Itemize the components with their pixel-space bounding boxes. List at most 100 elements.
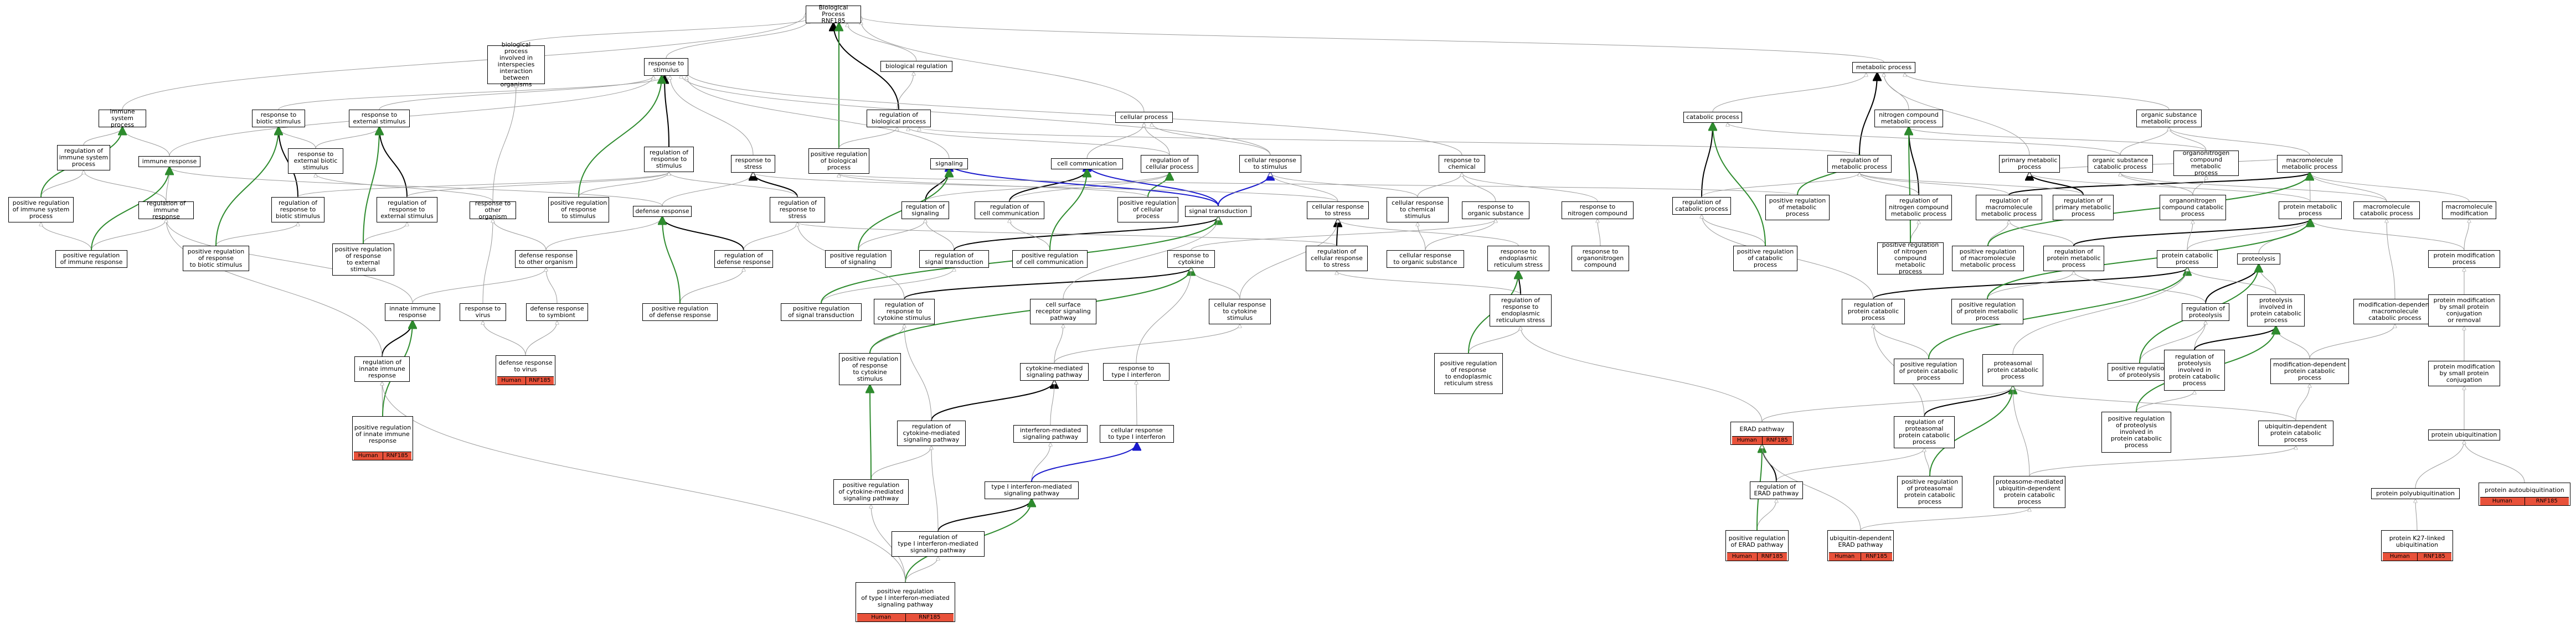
node-reg-response-to-stress[interactable]: regulation of response to stress xyxy=(770,197,825,222)
node-defense-response-other-organism[interactable]: defense response to other organism xyxy=(515,250,577,268)
node-pos-reg-response-to-er-stress[interactable]: positive regulation of response to endop… xyxy=(1434,353,1503,394)
node-metabolic-process[interactable]: metabolic process xyxy=(1852,62,1915,73)
node-cellular-response-to-chemical[interactable]: cellular response to chemical stimulus xyxy=(1387,197,1449,222)
node-pos-reg-biological-process[interactable]: positive regulation of biological proces… xyxy=(808,148,869,174)
node-modification-dependent-protein[interactable]: modification-dependent protein catabolic… xyxy=(2270,359,2349,384)
node-macromolecule-mp[interactable]: macromolecule metabolic process xyxy=(2277,155,2342,173)
node-proteasome-mediated-ubiquitin[interactable]: proteasome-mediated ubiquitin-dependent … xyxy=(1993,476,2065,508)
node-pos-reg-protein-catabolic[interactable]: positive regulation of protein catabolic… xyxy=(1894,359,1964,384)
node-pos-reg-response-to-cytokine[interactable]: positive regulation of response to cytok… xyxy=(839,353,901,385)
node-immune-system-process[interactable]: immune system process xyxy=(99,108,146,128)
node-signal-transduction[interactable]: signal transduction xyxy=(1185,206,1251,217)
node-defense-response[interactable]: defense response xyxy=(633,206,692,217)
node-response-to-other-organism[interactable]: response to other organism xyxy=(470,200,516,220)
node-pos-reg-response-to-biotic[interactable]: positive regulation of response to bioti… xyxy=(183,246,249,271)
node-reg-primary-mp[interactable]: regulation of primary metabolic process xyxy=(2053,195,2114,220)
node-reg-proteolysis[interactable]: regulation of proteolysis xyxy=(2182,303,2229,321)
node-response-to-organonitrogen[interactable]: response to organonitrogen compound xyxy=(1572,246,1629,271)
node-reg-macromolecule-mp[interactable]: regulation of macromolecule metabolic pr… xyxy=(1976,195,2042,220)
node-organonitrogen-mp[interactable]: organonitrogen compound metabolic proces… xyxy=(2173,150,2239,177)
node-pos-reg-response-to-stimulus[interactable]: positive regulation of response to stimu… xyxy=(548,197,609,222)
node-reg-response-to-external[interactable]: regulation of response to external stimu… xyxy=(377,197,437,222)
node-organic-substance-cp[interactable]: organic substance catabolic process xyxy=(2088,155,2153,173)
node-pos-reg-proteolysis-in-catabolic[interactable]: positive regulation of proteolysis invol… xyxy=(2101,412,2171,453)
node-protein-ubiquitination[interactable]: protein ubiquitination xyxy=(2428,429,2500,441)
node-protein-modification-small[interactable]: protein modification by small protein co… xyxy=(2428,294,2500,327)
node-pos-reg-innate-immune-annotated[interactable]: positive regulation of innate immune res… xyxy=(352,416,413,460)
node-reg-cytokine-mediated[interactable]: regulation of cytokine-mediated signalin… xyxy=(897,421,966,446)
node-pos-reg-response-to-external[interactable]: positive regulation of response to exter… xyxy=(332,243,394,276)
node-pos-reg-proteasomal[interactable]: positive regulation of proteasomal prote… xyxy=(1897,476,1962,508)
node-macromolecule-modification[interactable]: macromolecule modification xyxy=(2442,201,2496,219)
node-cytokine-mediated[interactable]: cytokine-mediated signaling pathway xyxy=(1020,363,1089,381)
node-reg-response-to-biotic[interactable]: regulation of response to biotic stimulu… xyxy=(271,197,324,222)
node-defense-response-to-symbiont[interactable]: defense response to symbiont xyxy=(526,303,588,321)
node-innate-immune-response[interactable]: innate immune response xyxy=(385,303,440,321)
node-pos-reg-immune-system-process[interactable]: positive regulation of immune system pro… xyxy=(8,197,74,222)
node-biological-process[interactable]: Biological Process RNF185 xyxy=(806,4,861,24)
node-type1-interferon-mediated[interactable]: type I interferon-mediated signaling pat… xyxy=(985,481,1079,499)
node-pos-reg-immune-response[interactable]: positive regulation of immune response xyxy=(55,250,127,268)
node-pos-reg-macromolecule-mp[interactable]: positive regulation of macromolecule met… xyxy=(1952,246,2024,271)
node-bp-interspecies[interactable]: biological process involved in interspec… xyxy=(487,42,545,88)
node-response-to-type1-interferon[interactable]: response to type I interferon xyxy=(1103,363,1169,381)
node-cellular-response-to-organic[interactable]: cellular response to organic substance xyxy=(1387,250,1464,268)
node-nitrogen-compound-mp[interactable]: nitrogen compound metabolic process xyxy=(1874,110,1943,127)
node-cell-communication[interactable]: cell communication xyxy=(1051,158,1123,169)
node-proteasomal-protein-catabolic[interactable]: proteasomal protein catabolic process xyxy=(1982,354,2043,386)
node-cell-surface-receptor[interactable]: cell surface receptor signaling pathway xyxy=(1030,299,1096,324)
node-response-to-biotic[interactable]: response to biotic stimulus xyxy=(252,110,305,127)
node-pos-reg-proteolysis[interactable]: positive regulation of proteolysis xyxy=(2108,363,2172,381)
node-pos-reg-catabolic-process[interactable]: positive regulation of catabolic process xyxy=(1733,246,1797,271)
node-catabolic-process[interactable]: catabolic process xyxy=(1683,112,1742,123)
node-pos-reg-cytokine-mediated[interactable]: positive regulation of cytokine-mediated… xyxy=(833,479,909,505)
node-reg-protein-mp[interactable]: regulation of protein metabolic process xyxy=(2043,246,2104,271)
node-macromolecule-cp[interactable]: macromolecule catabolic process xyxy=(2353,201,2420,219)
node-reg-catabolic-process[interactable]: regulation of catabolic process xyxy=(1672,197,1731,215)
node-reg-type1-interferon-mediated[interactable]: regulation of type I interferon-mediated… xyxy=(892,531,985,557)
node-cellular-response-to-stress[interactable]: cellular response to stress xyxy=(1307,201,1369,219)
node-pos-reg-signaling[interactable]: positive regulation of signaling xyxy=(825,250,892,268)
node-reg-response-to-stimulus[interactable]: regulation of response to stimulus xyxy=(644,147,694,172)
node-protein-polyubiquitination[interactable]: protein polyubiquitination xyxy=(2371,488,2460,499)
node-response-to-nitrogen[interactable]: response to nitrogen compound xyxy=(1562,201,1634,219)
node-ubiquitin-dependent-protein[interactable]: ubiquitin-dependent protein catabolic pr… xyxy=(2258,421,2333,446)
node-pos-reg-protein-mp[interactable]: positive regulation of protein metabolic… xyxy=(1951,299,2023,324)
node-primary-mp[interactable]: primary metabolic process xyxy=(1999,155,2060,173)
node-reg-proteasomal-protein-catabolic[interactable]: regulation of proteasomal protein catabo… xyxy=(1894,416,1955,448)
node-reg-response-to-cytokine-stimulus[interactable]: regulation of response to cytokine stimu… xyxy=(874,299,935,324)
node-reg-defense-response[interactable]: regulation of defense response xyxy=(714,250,773,268)
node-organonitrogen-cp[interactable]: organonitrogen compound catabolic proces… xyxy=(2160,195,2226,220)
node-pos-reg-type1-interferon-annotated[interactable]: positive regulation of type I interferon… xyxy=(856,582,955,622)
node-modification-dependent-macro[interactable]: modification-dependent macromolecule cat… xyxy=(2353,299,2436,324)
node-cellular-process[interactable]: cellular process xyxy=(1115,112,1173,123)
node-reg-cellular-response-to-stress[interactable]: regulation of cellular response to stres… xyxy=(1306,246,1368,271)
node-response-to-chemical[interactable]: response to chemical xyxy=(1439,155,1485,173)
node-reg-signal-transduction[interactable]: regulation of signal transduction xyxy=(919,250,989,268)
node-cellular-response-to-stimulus[interactable]: cellular response to stimulus xyxy=(1239,155,1301,173)
node-protein-modification-conjugation[interactable]: protein modification by small protein co… xyxy=(2428,361,2500,386)
node-signaling[interactable]: signaling xyxy=(930,158,968,169)
node-reg-nitrogen-compound-mp[interactable]: regulation of nitrogen compound metaboli… xyxy=(1885,195,1952,220)
node-reg-cellular-process[interactable]: regulation of cellular process xyxy=(1141,155,1198,173)
node-cellular-response-to-cytokine[interactable]: cellular response to cytokine stimulus xyxy=(1209,299,1271,324)
node-protein-catabolic-process[interactable]: protein catabolic process xyxy=(2157,250,2218,268)
node-proteolysis-protein-catabolic[interactable]: proteolysis involved in protein cataboli… xyxy=(2247,294,2305,327)
node-reg-protein-catabolic-process[interactable]: regulation of protein catabolic process xyxy=(1842,299,1905,324)
node-response-to-virus[interactable]: response to virus xyxy=(460,303,506,321)
node-reg-erad-pathway[interactable]: regulation of ERAD pathway xyxy=(1750,481,1803,499)
node-reg-innate-immune-response[interactable]: regulation of innate immune response xyxy=(354,356,410,382)
node-response-to-er-stress[interactable]: response to endoplasmic reticulum stress xyxy=(1487,246,1549,271)
node-reg-cell-communication[interactable]: regulation of cell communication xyxy=(975,201,1044,219)
node-response-to-external[interactable]: response to external stimulus xyxy=(349,110,410,127)
node-response-to-external-biotic[interactable]: response to external biotic stimulus xyxy=(288,148,343,174)
node-organic-substance-mp[interactable]: organic substance metabolic process xyxy=(2136,110,2202,127)
node-pos-reg-cellular-process[interactable]: positive regulation of cellular process xyxy=(1117,197,1178,222)
node-interferon-mediated[interactable]: interferon-mediated signaling pathway xyxy=(1013,425,1088,443)
node-proteolysis[interactable]: proteolysis xyxy=(2237,253,2280,265)
